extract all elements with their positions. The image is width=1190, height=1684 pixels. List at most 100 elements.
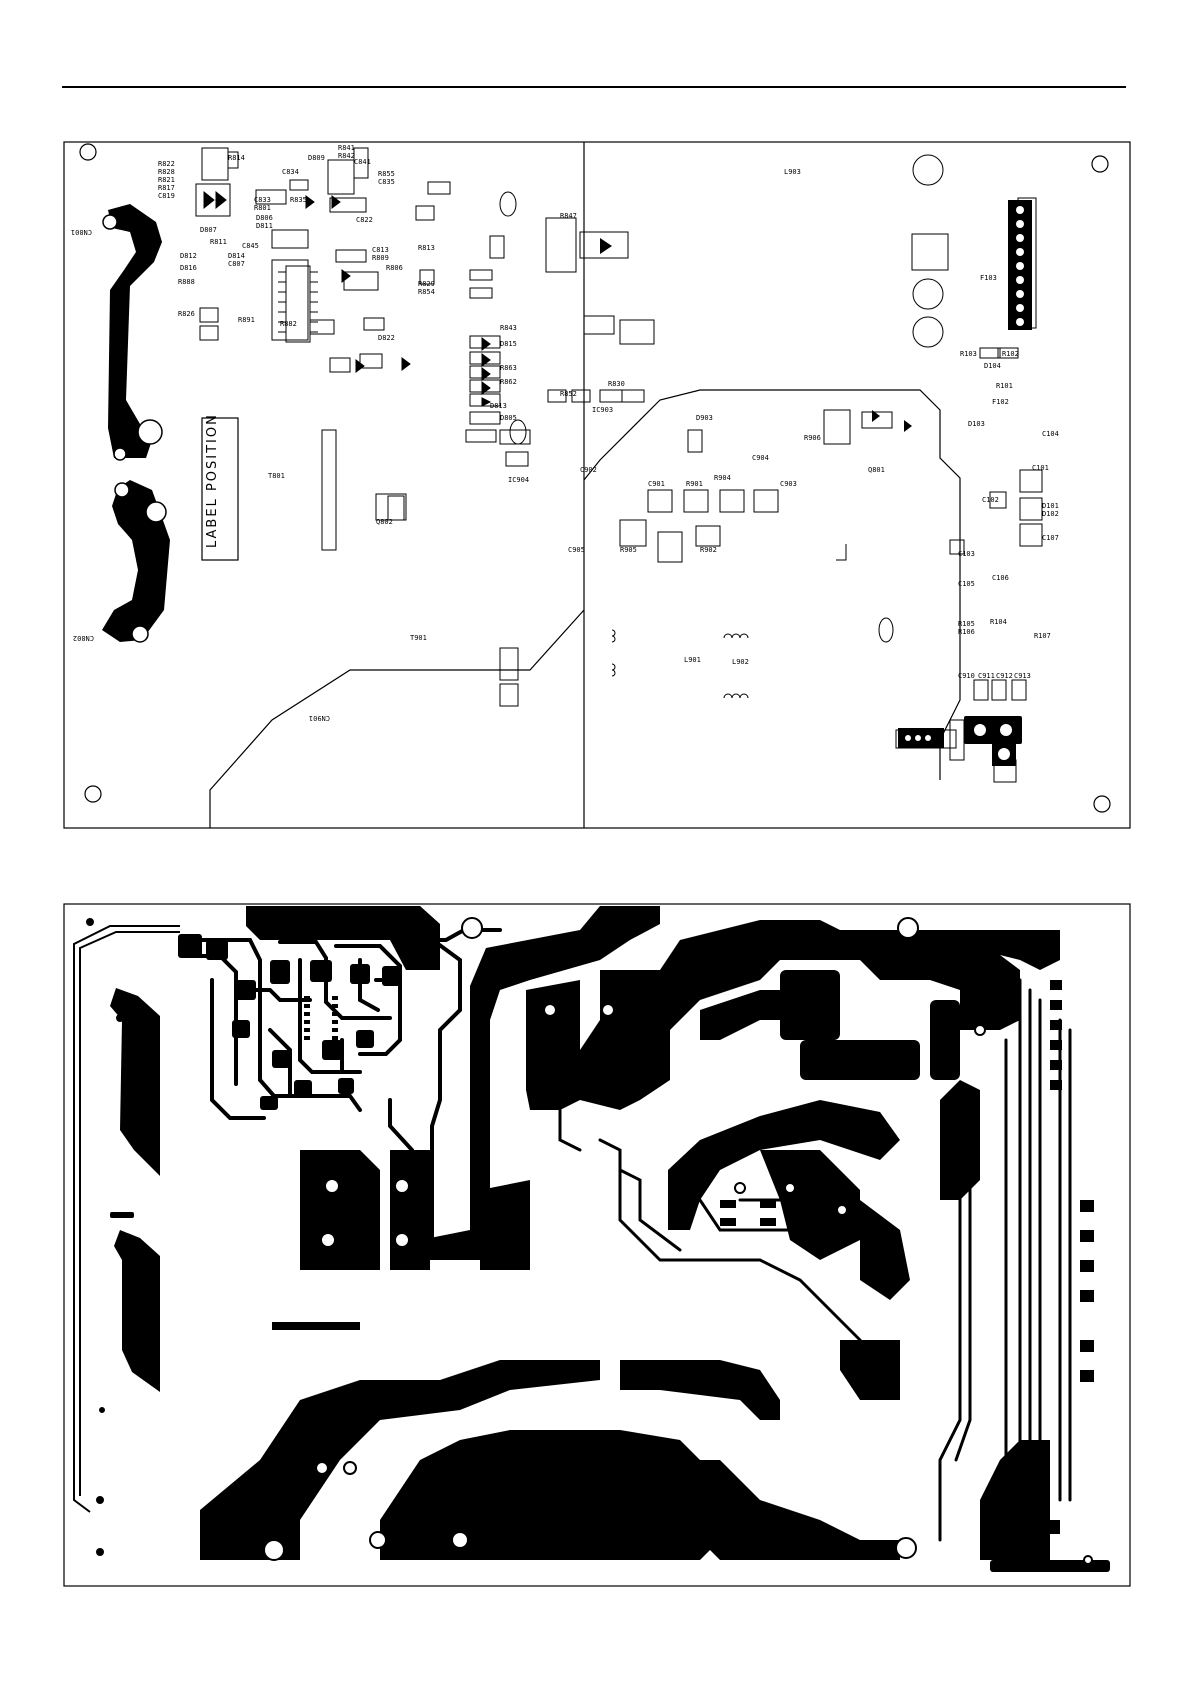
- ref-label: C104: [1042, 430, 1059, 438]
- ref-label: C913: [1014, 672, 1031, 680]
- ref-label: C912: [996, 672, 1013, 680]
- copper-trace-diagram: [60, 900, 1136, 1590]
- ref-label: F103: [980, 274, 997, 282]
- ref-label: C813: [372, 246, 389, 254]
- ref-label: C901: [648, 480, 665, 488]
- ref-label: D101: [1042, 502, 1059, 510]
- ref-label: R105: [958, 620, 975, 628]
- ref-label: D809: [308, 154, 325, 162]
- ref-label: L902: [732, 658, 749, 666]
- ref-label: C103: [958, 550, 975, 558]
- ref-label: R852: [560, 390, 577, 398]
- ref-label: R107: [1034, 632, 1051, 640]
- copper-svg: [63, 903, 1131, 1587]
- ref-label: R829: [418, 280, 435, 288]
- ref-label: R103: [960, 350, 977, 358]
- ref-label: D815: [500, 340, 517, 348]
- ref-label: R843: [500, 324, 517, 332]
- ref-label: R888: [178, 278, 195, 286]
- ref-label: R862: [500, 378, 517, 386]
- silkscreen-layout-diagram: LABEL POSITION CN801 CN802 CN901 CN102: [60, 140, 1136, 834]
- ref-label: C105: [958, 580, 975, 588]
- ref-label: C819: [158, 192, 175, 200]
- ref-label: R811: [210, 238, 227, 246]
- ref-label: C902: [580, 466, 597, 474]
- ref-label: T801: [268, 472, 285, 480]
- ref-label: D103: [968, 420, 985, 428]
- silkscreen-svg: LABEL POSITION CN801 CN802 CN901 CN102: [63, 141, 1131, 829]
- ref-label: R814: [228, 154, 245, 162]
- header-rule: [62, 86, 1126, 88]
- ref-label: D805: [500, 414, 517, 422]
- ref-label: R104: [990, 618, 1007, 626]
- ref-label: C107: [1042, 534, 1059, 542]
- ref-label: Q801: [868, 466, 885, 474]
- ref-label: C841: [354, 158, 371, 166]
- ref-label: D816: [180, 264, 197, 272]
- ref-label: F102: [992, 398, 1009, 406]
- connector-label-cn801: CN801: [71, 228, 92, 236]
- ref-label: R806: [386, 264, 403, 272]
- ref-label: C910: [958, 672, 975, 680]
- ref-label: D104: [984, 362, 1001, 370]
- ref-label: R106: [958, 628, 975, 636]
- ref-label: R863: [500, 364, 517, 372]
- connector-label-cn901: CN901: [309, 714, 330, 722]
- ref-label: R902: [700, 546, 717, 554]
- ref-label: C911: [978, 672, 995, 680]
- ref-label: C904: [752, 454, 769, 462]
- ref-label: T901: [410, 634, 427, 642]
- ref-label: D813: [490, 402, 507, 410]
- ref-label: D903: [696, 414, 713, 422]
- ref-label: R905: [620, 546, 637, 554]
- ref-label: D102: [1042, 510, 1059, 518]
- ref-label: R882: [280, 320, 297, 328]
- ref-label: IC903: [592, 406, 613, 414]
- ref-label: R817: [158, 184, 175, 192]
- ref-label: R826: [178, 310, 195, 318]
- ref-label: C903: [780, 480, 797, 488]
- ref-label: C106: [992, 574, 1009, 582]
- ref-label: R847: [560, 212, 577, 220]
- ref-label: R842: [338, 152, 355, 160]
- ref-label: D812: [180, 252, 197, 260]
- ref-label: D822: [378, 334, 395, 342]
- board-outline: [63, 903, 1131, 1587]
- ref-label: R901: [686, 480, 703, 488]
- ref-label: R102: [1002, 350, 1019, 358]
- ref-label: R821: [158, 176, 175, 184]
- ref-label: D811: [256, 222, 273, 230]
- ref-label: C833: [254, 196, 271, 204]
- ref-label: R801: [254, 204, 271, 212]
- ref-label: IC904: [508, 476, 529, 484]
- ref-label: C822: [356, 216, 373, 224]
- ref-label: D806: [256, 214, 273, 222]
- ref-label: R835: [290, 196, 307, 204]
- ref-label: C807: [228, 260, 245, 268]
- ref-label: C905: [568, 546, 585, 554]
- label-position-text: LABEL POSITION: [205, 413, 220, 548]
- ref-label: C845: [242, 242, 259, 250]
- ref-label: R101: [996, 382, 1013, 390]
- ref-label: C101: [1032, 464, 1049, 472]
- ref-label: R822: [158, 160, 175, 168]
- ref-label: R813: [418, 244, 435, 252]
- ref-label: D807: [200, 226, 217, 234]
- ref-label: R904: [714, 474, 731, 482]
- ref-label: L901: [684, 656, 701, 664]
- ref-label: Q802: [376, 518, 393, 526]
- ref-label: C834: [282, 168, 299, 176]
- ref-label: R855: [378, 170, 395, 178]
- ref-label: R854: [418, 288, 435, 296]
- ref-label: L903: [784, 168, 801, 176]
- ref-label: R841: [338, 144, 355, 152]
- board-outline: [63, 141, 1131, 829]
- ref-label: R906: [804, 434, 821, 442]
- connector-label-cn802: CN802: [73, 634, 94, 642]
- ref-label: C102: [982, 496, 999, 504]
- ref-label: C835: [378, 178, 395, 186]
- ref-label: R830: [608, 380, 625, 388]
- ref-label: D814: [228, 252, 245, 260]
- ref-label: R891: [238, 316, 255, 324]
- ref-label: R809: [372, 254, 389, 262]
